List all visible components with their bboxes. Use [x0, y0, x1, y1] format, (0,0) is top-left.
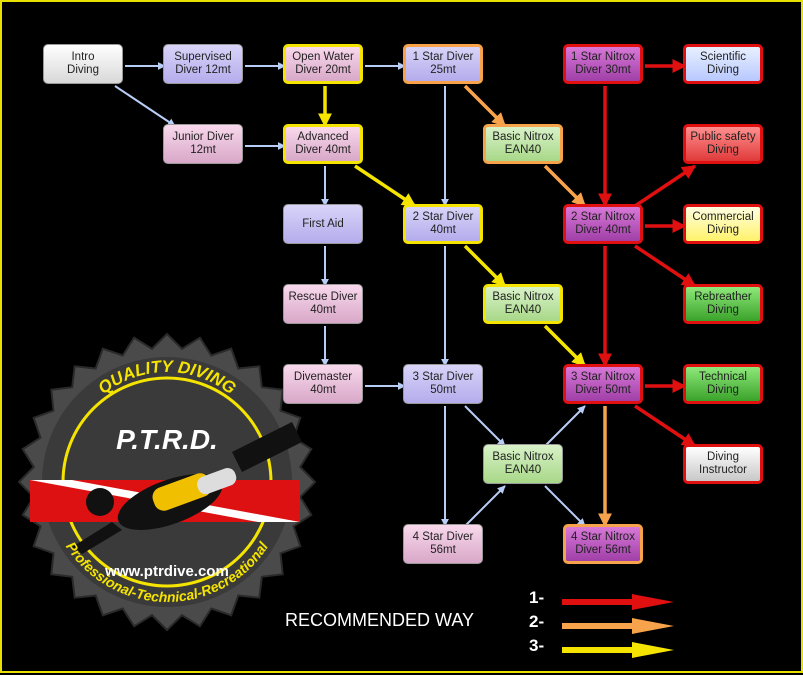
node-rescue-diver: Rescue Diver 40mt — [283, 284, 363, 324]
node-technical-diving: Technical Diving — [683, 364, 763, 404]
edge-nitrox3-to-sn3 — [544, 405, 586, 447]
edge-nitrox1-to-sn2 — [543, 164, 587, 208]
node-divemaster: Divemaster 40mt — [283, 364, 363, 404]
node-rebreather-diving: Rebreather Diving — [683, 284, 763, 324]
edge-sn3-to-instructor — [634, 404, 697, 448]
node-1-star-diver: 1 Star Diver 25mt — [403, 44, 483, 84]
edge-intro-to-junior — [114, 85, 176, 127]
edge-star4-to-nitrox3 — [464, 485, 506, 527]
node-first-aid: First Aid — [283, 204, 363, 244]
recommended-way-label: RECOMMENDED WAY — [285, 610, 474, 630]
node-diving-instructor: Diving Instructor — [683, 444, 763, 484]
legend-label-2: 2- — [529, 612, 545, 631]
legend-arrow-1 — [562, 594, 674, 610]
edge-star3-to-nitrox3 — [464, 405, 506, 447]
legend-arrow-2 — [562, 618, 674, 634]
node-4-star-nitrox: 4 Star Nitrox Diver 56mt — [563, 524, 643, 564]
node-basic-nitrox-2: Basic Nitrox EAN40 — [483, 284, 563, 324]
edge-nitrox2-to-sn3 — [543, 324, 587, 368]
node-2-star-nitrox: 2 Star Nitrox Diver 40mt — [563, 204, 643, 244]
node-open-water-diver: Open Water Diver 20mt — [283, 44, 363, 84]
edge-advanced-to-star2 — [354, 164, 417, 208]
node-public-safety-diving: Public safety Diving — [683, 124, 763, 164]
diver-icon — [72, 422, 302, 554]
node-junior-diver: Junior Diver 12mt — [163, 124, 243, 164]
edge-star1-to-nitrox1 — [463, 84, 507, 128]
edge-star2-to-nitrox2 — [463, 244, 507, 288]
node-commercial-diving: Commercial Diving — [683, 204, 763, 244]
node-advanced-diver: Advanced Diver 40mt — [283, 124, 363, 164]
node-1-star-nitrox: 1 Star Nitrox Diver 30mt — [563, 44, 643, 84]
node-2-star-diver: 2 Star Diver 40mt — [403, 204, 483, 244]
node-intro-diving: Intro Diving — [43, 44, 123, 84]
node-basic-nitrox-3: Basic Nitrox EAN40 — [483, 444, 563, 484]
edge-sn2-to-publicsafety — [634, 164, 697, 208]
edge-sn2-to-rebreather — [634, 244, 697, 288]
edge-nitrox3-to-sn4 — [544, 485, 586, 527]
node-scientific-diving: Scientific Diving — [683, 44, 763, 84]
legend-label-3: 3- — [529, 636, 545, 655]
node-supervised-diver: Supervised Diver 12mt — [163, 44, 243, 84]
logo-url: www.ptrdive.com — [104, 563, 229, 580]
node-basic-nitrox-1: Basic Nitrox EAN40 — [483, 124, 563, 164]
node-4-star-diver: 4 Star Diver 56mt — [403, 524, 483, 564]
node-3-star-nitrox: 3 Star Nitrox Diver 50mt — [563, 364, 643, 404]
legend-arrow-3 — [562, 642, 674, 658]
node-3-star-diver: 3 Star Diver 50mt — [403, 364, 483, 404]
legend-label-1: 1- — [529, 588, 545, 607]
logo-name: P.T.R.D. — [116, 424, 218, 455]
